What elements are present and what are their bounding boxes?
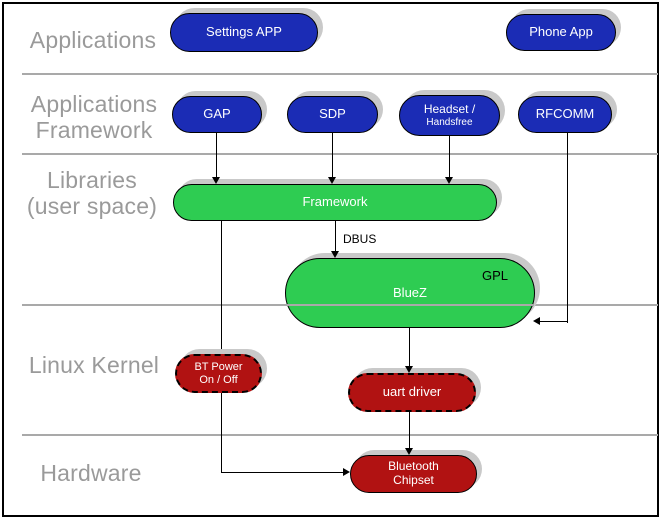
node-gap: GAP: [172, 96, 262, 133]
node-label: SDP: [319, 106, 346, 122]
edge-headset-framework: [449, 136, 450, 178]
layer-divider: [22, 73, 658, 75]
gpl-license-badge: GPL: [481, 268, 508, 283]
arrowhead-uart-chipset: [405, 448, 413, 455]
edge-rfcomm-bluez-vertical: [567, 133, 568, 323]
node-rfcomm: RFCOMM: [518, 96, 612, 133]
node-uart-driver: uart driver: [348, 373, 476, 412]
node-label: GAP: [203, 106, 231, 122]
arrowhead-into-chipset-left: [343, 468, 350, 476]
node-settings-app: Settings APP: [170, 13, 318, 52]
edge-rfcomm-bluez-horizontal: [540, 321, 568, 322]
node-phone-app: Phone App: [506, 14, 616, 51]
node-label: On / Off: [199, 373, 238, 386]
node-label: uart driver: [382, 384, 442, 400]
layer-label-hardware: Hardware: [16, 460, 166, 487]
node-bt-power: BT Power On / Off: [175, 354, 262, 393]
edge-framework-chipset-vertical: [221, 221, 222, 473]
edge-uart-chipset: [409, 412, 410, 449]
edge-gap-framework: [216, 133, 217, 178]
layer-label-text: Hardware: [40, 460, 142, 486]
node-sdp: SDP: [287, 96, 378, 133]
node-bluez: BlueZ GPL: [285, 258, 535, 328]
dbus-edge-label: DBUS: [343, 232, 377, 246]
arrowhead-sdp-framework: [328, 177, 336, 184]
layer-label-linux-kernel: Linux Kernel: [14, 352, 174, 379]
node-headset-handsfree: Headset / Handsfree: [399, 95, 500, 136]
layer-label-text: Libraries: [46, 167, 137, 193]
edge-framework-chipset-horizontal: [221, 472, 343, 473]
node-label: Bluetooth: [388, 459, 439, 474]
layer-label-applications-framework: Applications Framework: [12, 91, 176, 144]
layer-divider: [22, 434, 658, 436]
node-bluetooth-chipset: Bluetooth Chipset: [350, 455, 477, 493]
node-label: Headset /: [423, 101, 476, 116]
layer-label-applications: Applications: [18, 27, 168, 54]
arrowhead-headset-framework: [445, 177, 453, 184]
layer-label-text: (user space): [26, 192, 158, 219]
layer-label-text: Framework: [35, 116, 153, 143]
arrowhead-gap-framework: [212, 177, 220, 184]
node-label: BT Power: [194, 360, 243, 373]
layer-divider: [22, 153, 658, 155]
arrowhead-dbus-bluez: [331, 251, 339, 258]
node-label: Framework: [302, 194, 368, 210]
arrowhead-into-bluez-right: [533, 317, 540, 325]
node-label: Handsfree: [426, 116, 473, 128]
edge-sdp-framework: [332, 133, 333, 178]
node-label: Settings APP: [206, 24, 282, 40]
edge-framework-bluez-dbus: [335, 221, 336, 252]
layer-label-text: Applications: [30, 91, 158, 117]
node-label: Phone App: [529, 24, 593, 40]
outer-border: [2, 2, 659, 517]
layer-divider-over-bluez: [286, 304, 534, 306]
layer-label-text: Applications: [29, 27, 157, 53]
arrowhead-bluez-uart: [405, 366, 413, 373]
node-label: Chipset: [393, 473, 434, 487]
node-label: BlueZ: [393, 284, 427, 300]
layer-label-text: Linux Kernel: [28, 352, 160, 378]
layer-label-libraries: Libraries (user space): [6, 167, 178, 220]
node-label: RFCOMM: [535, 106, 595, 122]
edge-bluez-uart: [409, 328, 410, 367]
node-framework: Framework: [173, 184, 497, 221]
